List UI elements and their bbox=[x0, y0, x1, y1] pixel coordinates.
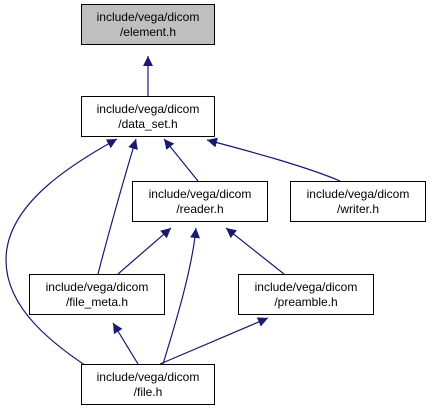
node-reader-h-line1: include/vega/dicom bbox=[148, 186, 252, 201]
edge-reader-to-data-set bbox=[163, 138, 199, 182]
node-preamble-h-line2: /preamble.h bbox=[274, 294, 338, 309]
node-reader-h[interactable]: include/vega/dicom /reader.h bbox=[132, 181, 268, 222]
node-writer-h-line2: /writer.h bbox=[336, 201, 379, 216]
node-data-set-h[interactable]: include/vega/dicom /data_set.h bbox=[81, 96, 215, 137]
node-file-meta-h-line1: include/vega/dicom bbox=[45, 279, 149, 294]
node-file-h-line1: include/vega/dicom bbox=[96, 369, 200, 384]
edge-file-to-reader bbox=[162, 227, 201, 365]
node-element-h: include/vega/dicom /element.h bbox=[81, 4, 215, 45]
node-file-h-line2: /file.h bbox=[133, 384, 163, 399]
node-file-h[interactable]: include/vega/dicom /file.h bbox=[81, 364, 215, 405]
node-preamble-h[interactable]: include/vega/dicom /preamble.h bbox=[238, 274, 374, 315]
edge-preamble-to-reader bbox=[225, 227, 285, 275]
edge-file-to-data-set bbox=[5, 138, 118, 371]
node-data-set-h-line2: /data_set.h bbox=[118, 116, 178, 131]
node-file-meta-h-line2: /file_meta.h bbox=[65, 294, 129, 309]
node-writer-h-line1: include/vega/dicom bbox=[306, 186, 410, 201]
node-file-meta-h[interactable]: include/vega/dicom /file_meta.h bbox=[29, 274, 165, 315]
node-writer-h[interactable]: include/vega/dicom /writer.h bbox=[290, 181, 426, 222]
edge-writer-to-data-set bbox=[206, 137, 341, 182]
node-element-h-line2: /element.h bbox=[119, 24, 177, 39]
node-element-h-line1: include/vega/dicom bbox=[96, 9, 200, 24]
edge-file-meta-to-reader bbox=[117, 227, 172, 275]
edge-file-to-file-meta bbox=[112, 322, 139, 365]
node-preamble-h-line1: include/vega/dicom bbox=[254, 279, 358, 294]
node-data-set-h-line1: include/vega/dicom bbox=[96, 101, 200, 116]
node-reader-h-line2: /reader.h bbox=[176, 201, 224, 216]
edge-file-to-preamble bbox=[159, 317, 269, 365]
edge-file-meta-to-data-set bbox=[97, 138, 138, 275]
